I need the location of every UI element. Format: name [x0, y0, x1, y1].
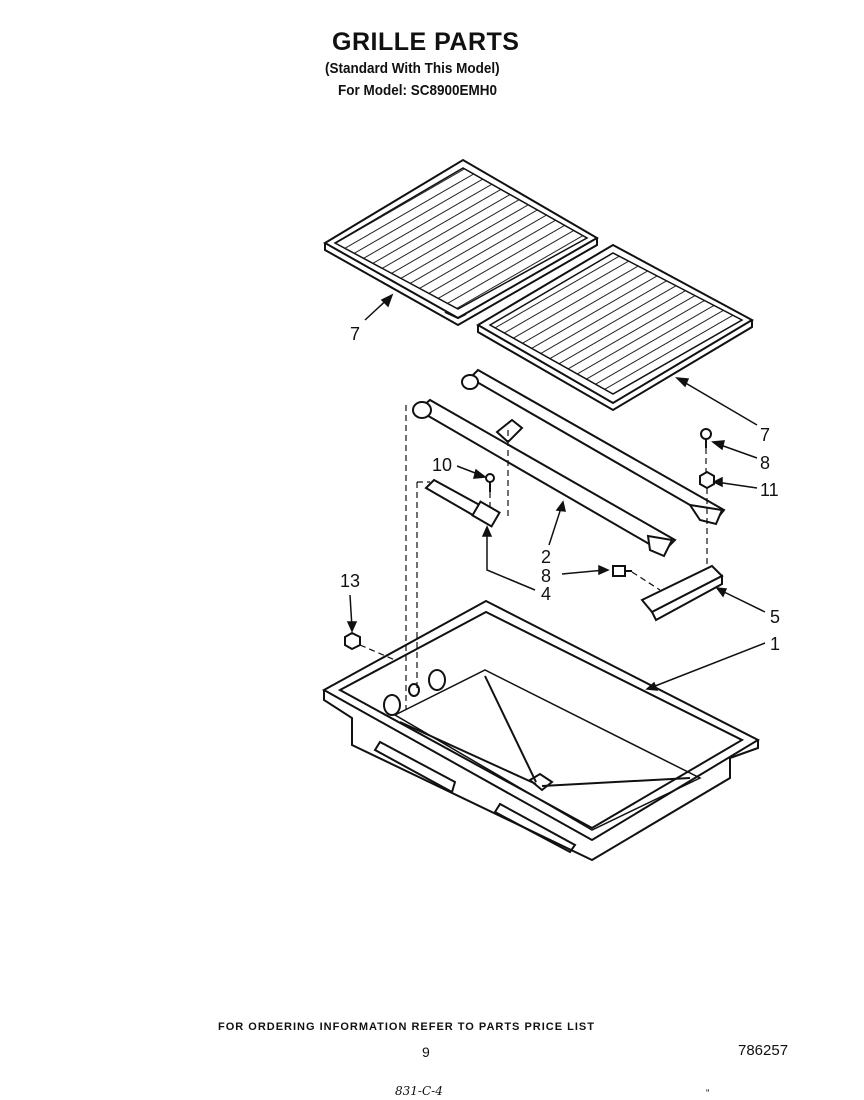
screw-top	[700, 428, 712, 448]
callout-screw-mid: 8	[541, 566, 551, 586]
callout-grille-left: 7	[350, 324, 360, 344]
grille-right	[476, 243, 755, 412]
page-number: 9	[422, 1044, 430, 1060]
callout-thermostat: 4	[541, 584, 551, 604]
callout-pan: 1	[770, 634, 780, 654]
grille-left	[323, 158, 599, 327]
ordering-note: FOR ORDERING INFORMATION REFER TO PARTS …	[218, 1021, 595, 1033]
handwritten-code: 831-C-4	[395, 1084, 443, 1098]
leader-lines	[346, 293, 766, 691]
screw-mid	[612, 565, 632, 577]
callout-screw-top: 8	[760, 453, 770, 473]
drip-pan	[321, 599, 761, 862]
element-front	[412, 398, 677, 558]
callout-grille-right: 7	[760, 425, 770, 445]
nut	[699, 470, 715, 490]
callout-fastener: 13	[340, 571, 360, 591]
assembly-lines	[359, 405, 708, 710]
page-title: GRILLE PARTS	[332, 28, 520, 56]
callout-element: 2	[541, 547, 551, 567]
thermostat-probe	[424, 478, 501, 528]
model-label: For Model: SC8900EMH0	[338, 82, 498, 99]
bracket	[640, 564, 724, 622]
callout-nut: 11	[760, 480, 779, 500]
document-number: 786257	[738, 1042, 789, 1059]
page-subtitle: (Standard With This Model)	[325, 60, 500, 77]
corner-mark: “	[706, 1088, 710, 1099]
fastener	[344, 631, 361, 651]
screw-small	[485, 473, 495, 492]
element-rear	[461, 368, 726, 526]
callout-bracket: 5	[770, 607, 780, 627]
callout-screw-small: 10	[432, 455, 452, 475]
